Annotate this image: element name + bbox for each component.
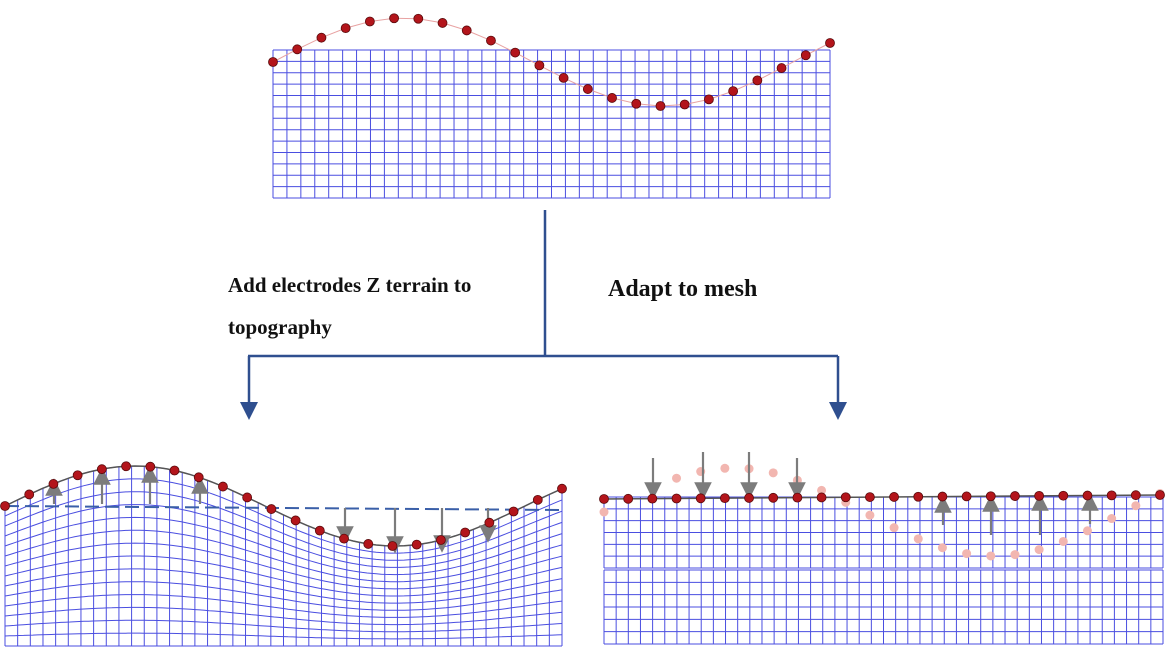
electrode-dot: [1082, 490, 1093, 501]
electrode-dot: [437, 18, 448, 28]
electrode-dot: [486, 35, 496, 46]
flow-arrowhead-right: [829, 402, 847, 420]
electrode-dot: [24, 489, 35, 500]
electrode-dot: [242, 492, 253, 503]
electrode-dot: [316, 32, 327, 43]
electrode-ghost-dot: [1034, 545, 1044, 555]
electrode-dot: [800, 50, 811, 61]
electrode-dot: [704, 94, 714, 105]
right-panel: [599, 452, 1165, 645]
electrode-dot: [816, 492, 827, 503]
electrode-ghost-dot: [889, 523, 899, 533]
electrode-dot: [961, 491, 972, 502]
electrode-ghost-dot: [720, 463, 730, 473]
electrode-dot: [145, 461, 156, 472]
electrode-dot: [671, 493, 682, 504]
electrode-ghost-dot: [913, 534, 923, 544]
electrode-dot: [558, 73, 569, 83]
electrode-dot: [484, 517, 495, 528]
electrode-dot: [607, 93, 617, 103]
electrode-dot: [744, 493, 754, 503]
electrode-dot: [1106, 490, 1117, 501]
electrode-dot: [582, 84, 593, 94]
electrode-dot: [728, 86, 739, 97]
electrode-ghost-dot: [865, 510, 875, 520]
electrode-dot: [792, 492, 803, 503]
electrode-dot: [937, 491, 948, 502]
electrode-dot: [411, 539, 422, 550]
electrode-dot: [768, 492, 779, 503]
electrode-dot: [510, 47, 521, 58]
electrode-dot: [387, 541, 398, 551]
electrode-dot: [292, 44, 303, 55]
electrode-ghost-dot: [672, 473, 682, 483]
electrode-dot: [436, 535, 446, 545]
electrode-ghost-dot: [817, 485, 827, 495]
electrode-dot: [647, 493, 658, 504]
electrode-ghost-dot: [599, 507, 609, 517]
electrode-dot: [290, 515, 301, 526]
electrode-dot: [72, 470, 83, 481]
electrode-dot: [534, 60, 545, 71]
electrode-ghost-dot: [1058, 536, 1068, 546]
electrode-dot: [776, 63, 787, 73]
electrode-dot: [266, 504, 277, 514]
electrode-dot: [889, 492, 899, 502]
electrode-dot: [461, 25, 472, 36]
electrode-dot: [0, 501, 10, 511]
electrode-dot: [340, 23, 351, 34]
electrode-dot: [169, 465, 180, 476]
electrode-ghost-dot: [768, 468, 778, 478]
electrode-ghost-dot: [937, 543, 947, 553]
electrode-dot: [96, 464, 107, 475]
electrode-dot: [631, 98, 642, 109]
electrode-ghost-dot: [986, 551, 996, 561]
electrode-dot: [1155, 490, 1165, 500]
electrode-dot: [655, 101, 666, 111]
electrode-dot: [48, 479, 59, 489]
electrode-dot: [460, 527, 471, 538]
step-label-left: Add electrodes Z terrain to topography: [228, 273, 472, 339]
electrode-dot: [508, 506, 519, 517]
electrode-dot: [679, 99, 690, 110]
electrode-dot: [752, 75, 763, 86]
flow-connector: [240, 210, 847, 420]
electrode-dot: [985, 491, 996, 502]
electrode-dot: [532, 494, 543, 505]
electrode-dot: [389, 13, 399, 24]
electrode-dot: [1058, 490, 1069, 501]
flow-arrowhead-left: [240, 402, 258, 420]
electrode-dot: [695, 493, 706, 504]
electrode-dot: [363, 539, 374, 549]
electrode-dot: [623, 493, 634, 504]
electrode-ghost-dot: [1082, 526, 1092, 536]
electrode-dot: [1130, 490, 1141, 501]
left-panel: [0, 461, 567, 647]
electrode-dot: [599, 494, 609, 504]
electrode-ghost-dot: [962, 549, 972, 559]
electrode-dot: [193, 472, 204, 483]
electrode-dot: [268, 57, 278, 67]
electrode-dot: [865, 492, 875, 502]
electrode-dot: [218, 481, 228, 492]
electrode-ghost-dot: [1131, 501, 1141, 511]
electrode-dot: [413, 13, 424, 24]
electrode-dot: [339, 533, 349, 544]
electrode-dot: [719, 493, 730, 504]
electrode-ghost-dot: [1107, 514, 1117, 524]
original-surface-dashed: [4, 505, 561, 511]
electrode-dot: [1010, 491, 1020, 501]
electrode-dot: [121, 461, 131, 472]
electrode-dot: [825, 38, 835, 48]
electrode-dot: [314, 525, 325, 536]
top-panel: [268, 13, 835, 199]
electrode-dot: [840, 492, 851, 503]
electrode-dot: [557, 483, 567, 494]
electrode-dot: [913, 491, 924, 502]
electrode-ghost-dot: [1010, 550, 1020, 560]
electrode-dot: [1034, 490, 1045, 501]
step-label-right: Adapt to mesh: [608, 276, 758, 302]
electrode-dot: [364, 16, 375, 27]
